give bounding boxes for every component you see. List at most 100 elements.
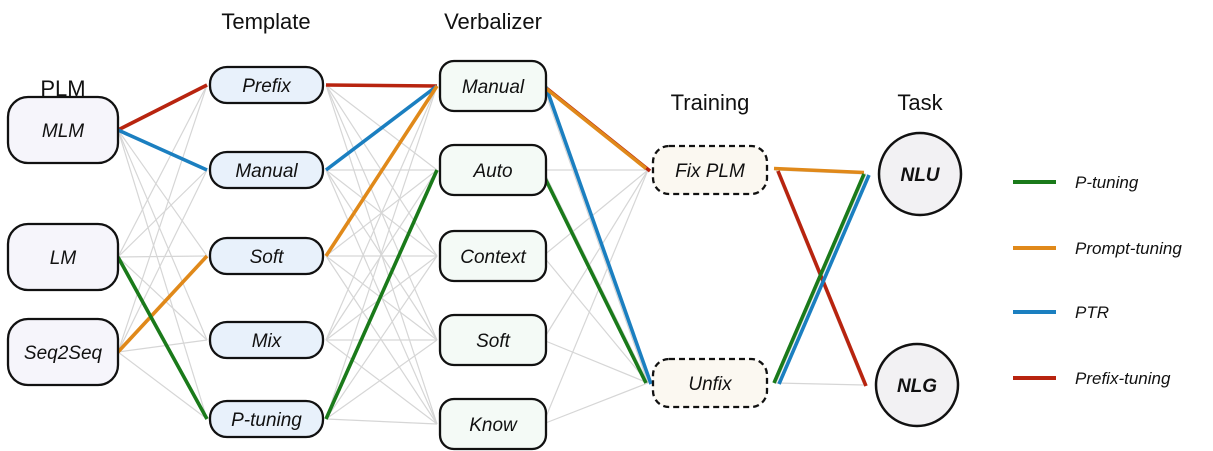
legend-label: Prefix-tuning [1075,369,1171,388]
node-verbalizer-context: Context [438,229,548,283]
edge-plm-template [117,129,208,420]
node-box [208,320,325,360]
edge-template-verbalizer [325,85,438,420]
legend-item-ptr: PTR [1013,303,1109,322]
column-title-plm: PLM [40,76,85,101]
node-label: Context [460,247,526,268]
edge-plm-template [117,256,208,341]
path-prefix-tuning-segment [325,83,438,88]
edge-plm-template [117,169,208,258]
node-label: Seq2Seq [24,343,103,364]
node-training-unfix: Unfix [651,357,769,409]
node-box [438,59,548,113]
node-label: Manual [235,161,298,182]
path-prefix-tuning-segment [776,170,868,387]
column-title-task: Task [897,90,943,115]
edge-verbalizer-training [542,255,649,384]
legend-label: Prompt-tuning [1075,239,1182,258]
node-box [208,236,325,276]
node-box [208,65,325,105]
node-label: Soft [476,331,511,352]
edge-verbalizer-training [542,169,649,257]
node-plm-seq2seq: Seq2Seq [6,317,120,387]
edge-verbalizer-training [542,339,649,384]
node-label: NLU [900,165,940,186]
nodes: MLMLMSeq2SeqPrefixManualSoftMixP-tuningM… [6,59,963,451]
node-verbalizer-manual: Manual [438,59,548,113]
node-task-nlu: NLU [877,131,963,217]
colored-edges [116,83,871,420]
node-label: P-tuning [231,410,302,431]
legend-label: P-tuning [1075,173,1139,192]
legend-item-prompt-tuning: Prompt-tuning [1013,239,1182,258]
path-p-tuning-segment [772,173,866,384]
edge-verbalizer-training [542,382,649,425]
node-task-nlg: NLG [874,342,960,428]
edge-plm-template [117,339,208,353]
edge-plm-template [117,129,208,257]
node-label: Know [469,415,518,436]
column-title-training: Training [671,90,750,115]
task-circle [877,131,963,217]
node-template-mix: Mix [208,320,325,360]
node-label: Prefix [242,76,292,97]
node-box [438,313,548,367]
column-title-template: Template [221,9,310,34]
node-label: Mix [252,331,283,352]
legend-item-prefix-tuning: Prefix-tuning [1013,369,1171,388]
node-template-ptuning: P-tuning [208,399,325,439]
node-box [208,399,325,439]
edge-plm-template [117,351,208,420]
column-title-verbalizer: Verbalizer [444,9,542,34]
node-box [651,357,769,409]
edge-plm-template [117,255,208,258]
edge-template-verbalizer [325,339,438,425]
edge-training-task [775,382,865,386]
node-plm-lm: LM [6,222,120,292]
node-verbalizer-soft: Soft [438,313,548,367]
path-ptr-segment [777,174,871,385]
node-box [438,143,548,197]
edge-template-verbalizer [325,418,438,425]
path-p-tuning-segment [324,169,439,420]
node-box [651,144,769,196]
node-label: Auto [472,161,512,182]
node-box [6,222,120,292]
node-label: Soft [250,247,285,268]
edge-verbalizer-training [542,169,649,425]
node-template-prefix: Prefix [208,65,325,105]
node-label: LM [50,248,77,269]
edge-template-verbalizer [325,255,438,420]
edge-plm-template [117,84,208,353]
edge-verbalizer-training [542,169,649,341]
node-box [208,150,325,190]
edge-plm-template [117,129,208,341]
node-template-soft: Soft [208,236,325,276]
legend-item-p-tuning: P-tuning [1013,173,1139,192]
node-label: MLM [42,121,84,142]
legend-label: PTR [1075,303,1109,322]
node-template-manual: Manual [208,150,325,190]
path-p-tuning-segment [539,169,648,384]
node-verbalizer-auto: Auto [438,143,548,197]
path-ptr-segment [544,86,653,385]
node-box [6,317,120,387]
node-training-fixplm: Fix PLM [651,144,769,196]
edge-verbalizer-training [542,85,649,384]
node-plm-mlm: MLM [6,95,120,165]
task-circle [874,342,960,428]
edge-template-verbalizer [325,339,438,420]
node-box [438,229,548,283]
node-label: Manual [462,77,525,98]
path-prompt-tuning-segment [324,85,439,257]
path-prompt-tuning-segment [773,166,865,175]
node-box [6,95,120,165]
node-verbalizer-know: Know [438,397,548,451]
path-ptr-segment [117,128,208,172]
edge-plm-template [117,169,208,353]
edge-template-verbalizer [325,169,438,341]
path-prompt-tuning-segment [116,254,209,354]
edge-plm-template [117,84,208,258]
